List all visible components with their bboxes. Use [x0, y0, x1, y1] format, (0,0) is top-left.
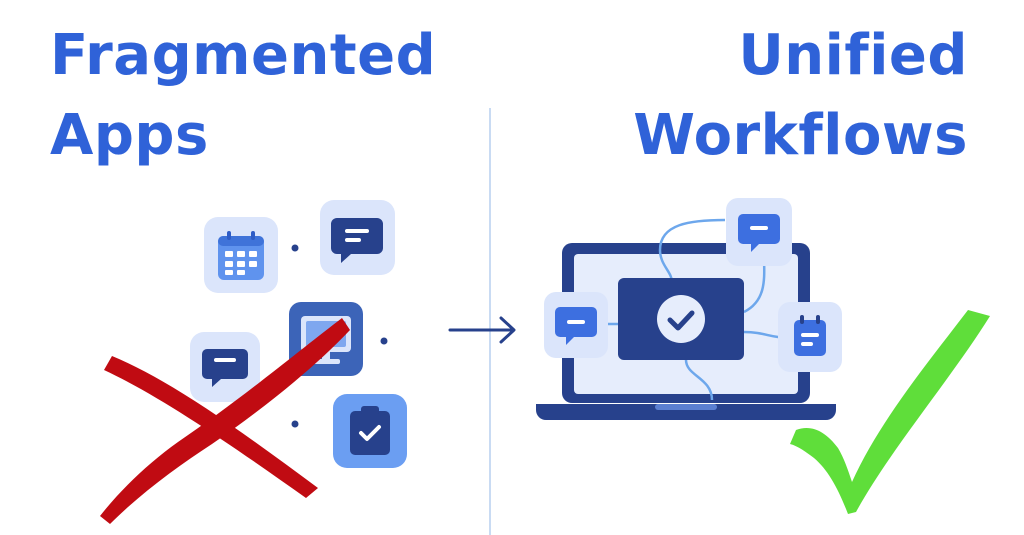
- clipboard-app-tile: [333, 394, 407, 468]
- central-check-panel: [618, 278, 744, 360]
- chat-app-tile-left: [190, 332, 260, 402]
- center-divider: [489, 108, 491, 535]
- calendar-list-tile: [778, 302, 842, 372]
- left-title-line-1: Fragmented: [50, 23, 437, 88]
- chat-icon: [202, 349, 248, 387]
- chat-app-tile-top: [320, 200, 395, 275]
- left-title: Fragmented Apps: [50, 16, 436, 176]
- check-circle-icon: [657, 295, 705, 343]
- chat-bubble-left: [544, 292, 608, 358]
- right-title: Unified Workflows: [633, 16, 968, 176]
- scatter-dots: [291, 244, 388, 428]
- calendar-app-tile: [204, 217, 278, 293]
- right-title-line-2: Workflows: [633, 103, 968, 168]
- red-cross-mark: [100, 318, 350, 524]
- arrow-right-icon: [448, 316, 516, 344]
- clipboard-check-icon: [350, 406, 390, 455]
- chat-icon: [738, 214, 780, 252]
- chat-bubble-top: [726, 198, 792, 266]
- green-check-mark: [790, 310, 990, 514]
- chat-icon: [555, 307, 597, 345]
- left-title-line-2: Apps: [50, 103, 209, 168]
- chat-icon: [331, 218, 383, 263]
- right-title-line-1: Unified: [738, 23, 968, 88]
- calendar-icon: [218, 231, 264, 280]
- calendar-list-icon: [794, 315, 826, 356]
